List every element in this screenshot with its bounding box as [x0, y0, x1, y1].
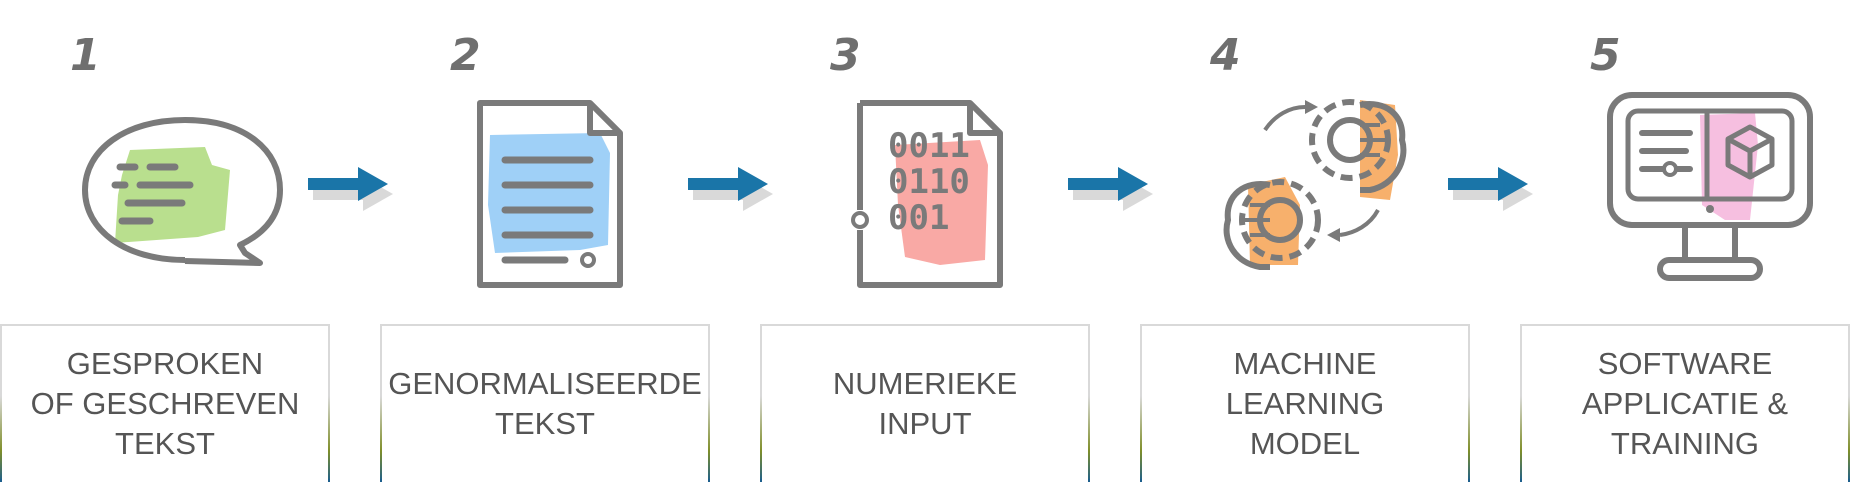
step-2: 2 GENORMALISEERDE TEKST	[380, 0, 710, 488]
step-label: SOFTWARE APPLICATIE & TRAINING	[1581, 346, 1789, 461]
binary-line: 0110	[888, 162, 970, 202]
arrow-icon	[1068, 167, 1153, 211]
binary-line: 0011	[888, 126, 970, 166]
step-4: 4 MACHINE LEARNING MODEL	[1140, 0, 1470, 488]
step-number: 5	[1590, 30, 1621, 81]
step-number: 3	[830, 30, 861, 81]
step-label: GENORMALISEERDE TEKST	[388, 366, 702, 441]
brain-gears-icon	[1223, 99, 1407, 270]
document-icon	[477, 100, 623, 288]
step-label: MACHINE LEARNING MODEL	[1225, 346, 1385, 461]
speech-bubble-icon	[82, 117, 283, 266]
step-3: 3 0011 0110 001 NUMERIEKE INPUT	[760, 0, 1090, 488]
step-label-box: GESPROKEN OF GESCHREVEN TEKST	[0, 324, 330, 482]
step-label-box: SOFTWARE APPLICATIE & TRAINING	[1520, 324, 1850, 482]
binary-document-icon: 0011 0110 001	[851, 100, 1003, 288]
step-number: 2	[450, 30, 481, 81]
arrow-icon	[308, 167, 393, 211]
step-label-box: NUMERIEKE INPUT	[760, 324, 1090, 482]
step-number: 4	[1210, 30, 1241, 81]
step-label-box: MACHINE LEARNING MODEL	[1140, 324, 1470, 482]
binary-line: 001	[888, 198, 949, 238]
computer-monitor-icon	[1607, 92, 1813, 281]
step-label: NUMERIEKE INPUT	[832, 366, 1018, 441]
arrow-icon	[688, 167, 773, 211]
step-label: GESPROKEN OF GESCHREVEN TEKST	[30, 346, 300, 461]
arrow-icon	[1448, 167, 1533, 211]
step-number: 1	[70, 30, 101, 81]
step-1: 1 GESPROKEN OF GESCHREVEN TEKST	[0, 0, 330, 488]
step-label-box: GENORMALISEERDE TEKST	[380, 324, 710, 482]
step-5: 5 SOFTWARE APPLICATIE & TRAINING	[1520, 0, 1850, 488]
